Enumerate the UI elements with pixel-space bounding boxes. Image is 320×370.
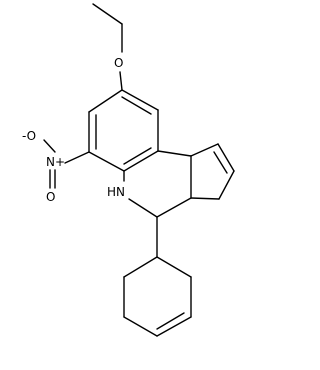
atom-label-ether-oxygen: O [114,56,123,70]
bond-n-o-minus [43,139,56,153]
bond-c8-c7 [88,89,123,113]
bond-cy1-cy2 [123,256,158,278]
bond-c1-c2 [217,143,235,172]
bond-c2-c3 [218,170,235,200]
bond-o-aryl [119,71,123,91]
bond-ch3-ch2 [92,3,123,25]
atom-label-nitro-nitrogen: N+ [46,155,65,169]
bond-cy3-cy4 [123,316,158,337]
molecule-diagram: O -O N+ O HN [22,3,235,337]
atom-label-nitro-oxygen-minus: -O [22,129,36,143]
ethoxy-group [92,3,123,91]
bond-cy4-cy5-inner [156,312,185,330]
bond-c5a-c9b [123,150,159,172]
bond-cy6-cy1 [156,256,192,278]
bond-c8-c8a [121,89,159,111]
nitro-group [43,139,90,189]
structure-svg: O -O N+ O HN [22,3,235,337]
bond-c8-c8a-inner [121,96,152,115]
bond-c3-c3a [190,197,220,200]
bond-c1-c2-inner [213,151,228,174]
bond-c6-c5a [88,151,125,172]
benzene-ring [88,89,159,172]
bond-c4-c3a [156,197,192,218]
atom-label-amine: HN [107,185,125,199]
bond-c9b-c9a [157,150,192,157]
bond-aryl-n [64,151,90,164]
atom-label-nitro-oxygen-double: O [46,190,55,204]
cyclopentene-ring [190,143,235,200]
tetrahydroquinoline-ring [123,150,192,218]
bond-c5a-c9b-inner [123,147,152,165]
bond-c9b-c1 [190,143,219,157]
bond-cy4-cy5 [156,316,192,337]
bond-nh-c4 [128,198,158,218]
cyclohexenyl-ring [123,216,192,337]
